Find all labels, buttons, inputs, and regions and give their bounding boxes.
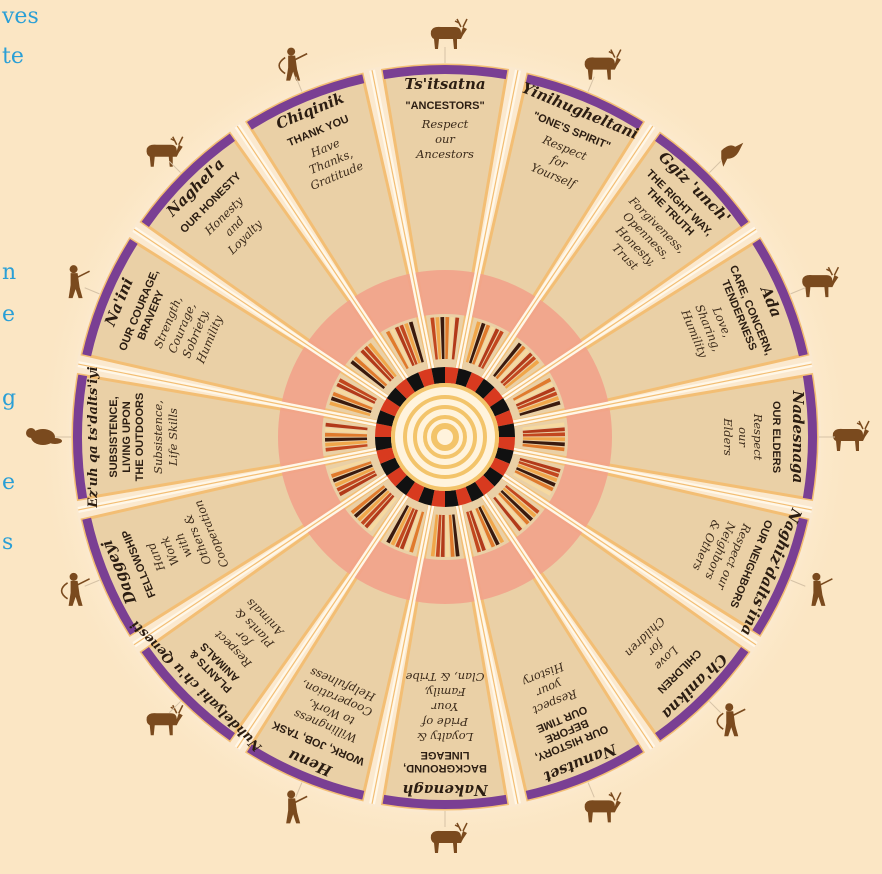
center-hub	[393, 385, 497, 489]
description: Your	[430, 700, 458, 714]
description: Life Skills	[166, 408, 180, 467]
english-meaning: BACKGROUND,	[403, 762, 487, 774]
english-meaning: "ANCESTORS"	[405, 100, 484, 112]
english-meaning: LINEAGE	[421, 749, 470, 761]
native-word: Nadesnaga	[789, 390, 807, 484]
description: Clan, & Tribe	[405, 670, 484, 684]
native-word: Ez'uh qa ts'dalts'iyi	[86, 366, 101, 508]
description: Pride of	[420, 715, 469, 729]
description: our	[435, 132, 456, 146]
description: Elders	[721, 417, 735, 456]
description: Respect	[751, 413, 765, 461]
native-word: Nakenagh	[402, 781, 488, 799]
english-meaning: SUBSISTENCE,	[108, 396, 120, 477]
description: Loyalty &	[417, 730, 475, 744]
description: Subsistence,	[151, 400, 165, 474]
native-word: Ts'itsatna	[404, 75, 485, 93]
english-meaning: OUR ELDERS	[770, 401, 782, 473]
description: Family,	[425, 685, 467, 699]
description: Respect	[421, 117, 469, 131]
description: our	[736, 427, 750, 448]
description: Ancestors	[415, 147, 474, 161]
english-meaning: THE OUTDOORS	[134, 393, 146, 482]
english-meaning: LIVING UPON	[121, 401, 133, 473]
